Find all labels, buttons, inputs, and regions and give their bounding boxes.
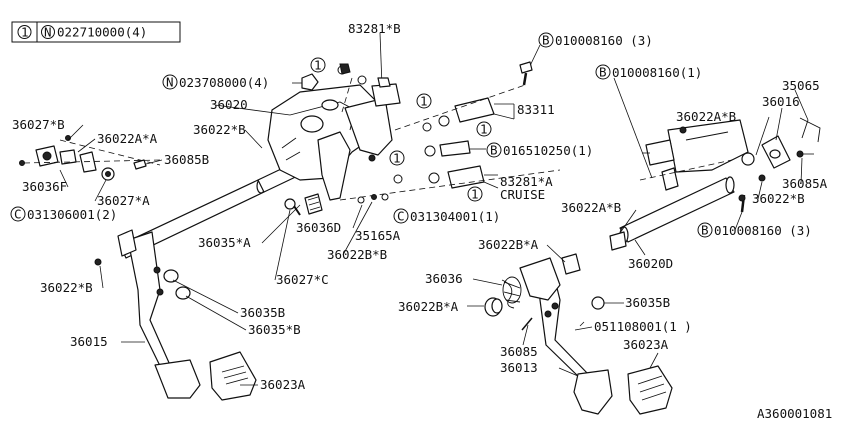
one-callout: 1: [471, 187, 479, 202]
label-36023a-right: 36023A: [623, 337, 669, 352]
label-83281b: 83281*B: [348, 21, 401, 36]
label-36020: 36020: [210, 97, 248, 112]
label-36022a-a-left: 36022A*A: [97, 131, 158, 146]
label-36035b-star: 36035*B: [248, 322, 301, 337]
brake-pedal: [501, 257, 613, 415]
label-36036: 36036: [425, 271, 463, 286]
screw-36022b-right: [758, 174, 766, 182]
one-callout: 1: [314, 58, 322, 73]
label-031306001: 031306001(2): [27, 207, 117, 222]
bushing-36036d: [304, 193, 323, 215]
label-36085: 36085: [500, 344, 538, 359]
b-callout: B: [542, 33, 550, 48]
legend-part: 022710000(4): [57, 25, 147, 40]
left-small-parts: [19, 135, 161, 181]
one-callout: 1: [480, 122, 488, 137]
leader-lines: [59, 89, 809, 386]
label-36035a: 36035*A: [198, 235, 251, 250]
label-bolt-right-bottom: 010008160 (3): [714, 223, 812, 238]
label-36013: 36013: [500, 360, 538, 375]
label-36085a: 36085A: [782, 176, 828, 191]
callout-circles: B N 1 1 1 B 1 1 C C B B: [10, 32, 713, 238]
bushings-right: [561, 231, 627, 275]
label-36085b: 36085B: [164, 152, 209, 167]
one-callout: 1: [420, 94, 428, 109]
legend-box: 1 N 022710000(4): [11, 21, 181, 43]
arm-36016: [741, 117, 821, 169]
label-36036f: 36036F: [22, 179, 67, 194]
label-36036d: 36036D: [296, 220, 341, 235]
cruise-switch: [339, 165, 561, 201]
bolt-right-top: [613, 77, 733, 191]
bolt-top: [519, 44, 541, 86]
c-callout: C: [14, 207, 22, 222]
label-36022b-a-lower: 36022B*A: [398, 299, 459, 314]
b-callout: B: [599, 65, 607, 80]
bumper-36035b-right: [591, 296, 605, 310]
bolt-right-bottom: [734, 194, 746, 231]
label-83311: 83311: [517, 102, 555, 117]
label-36022b-lower: 36022*B: [40, 280, 93, 295]
bushing-36022ba-lower: [484, 297, 503, 317]
label-36022b-a-mid: 36022B*A: [478, 237, 539, 252]
label-36022a-b-mid: 36022A*B: [561, 200, 621, 215]
label-023708000: 023708000(4): [179, 75, 269, 90]
label-36016: 36016: [762, 94, 800, 109]
label-36023a-left: 36023A: [260, 377, 306, 392]
label-36015: 36015: [70, 334, 108, 349]
part-labels: 83281*B 010008160 (3) 023708000(4) 36020…: [12, 21, 832, 421]
diagram-id: A360001081: [757, 406, 832, 421]
label-35165a: 35165A: [355, 228, 401, 243]
legend-symbol: N: [44, 25, 52, 40]
label-36027b: 36027*B: [12, 117, 65, 132]
pedal-pad-right: [627, 365, 673, 415]
label-36022b-left: 36022*B: [193, 122, 246, 137]
label-36020d: 36020D: [628, 256, 673, 271]
pedal-bracket: [267, 84, 393, 201]
n-callout: N: [166, 75, 174, 90]
b-callout: B: [701, 223, 709, 238]
pedal-pad-left: [209, 351, 257, 401]
label-031304001: 031304001(1): [410, 209, 500, 224]
label-36022b-b: 36022B*B: [327, 247, 387, 262]
label-36035b-right: 36035B: [625, 295, 670, 310]
label-35065: 35065: [782, 78, 820, 93]
stop-light-switch: [337, 32, 401, 113]
label-016510250: 016510250(1): [503, 143, 593, 158]
brake-bracket-right: [642, 119, 749, 173]
label-83281a: 83281*A: [500, 174, 553, 189]
switch-83311: [394, 84, 526, 132]
label-bolt-top: 010008160 (3): [555, 33, 653, 48]
legend-index: 1: [21, 25, 29, 40]
label-bolt-right-top: 010008160(1): [612, 65, 702, 80]
label-36022a-b-right: 36022A*B: [676, 109, 736, 124]
label-36022b-right: 36022*B: [752, 191, 805, 206]
b-callout: B: [490, 143, 498, 158]
washers-center: [357, 193, 389, 204]
label-051108001: 051108001(1 ): [594, 319, 692, 334]
one-callout: 1: [393, 151, 401, 166]
label-cruise: CRUISE: [500, 187, 545, 202]
bolt-36027c: [284, 198, 301, 216]
bolt-016510250: [424, 140, 486, 157]
c-callout: C: [397, 209, 405, 224]
label-36027c: 36027*C: [276, 272, 329, 287]
label-36027a: 36027*A: [97, 193, 150, 208]
label-36035b-left: 36035B: [240, 305, 285, 320]
nut-023708000: [292, 73, 319, 91]
clutch-pedal: [94, 229, 201, 399]
